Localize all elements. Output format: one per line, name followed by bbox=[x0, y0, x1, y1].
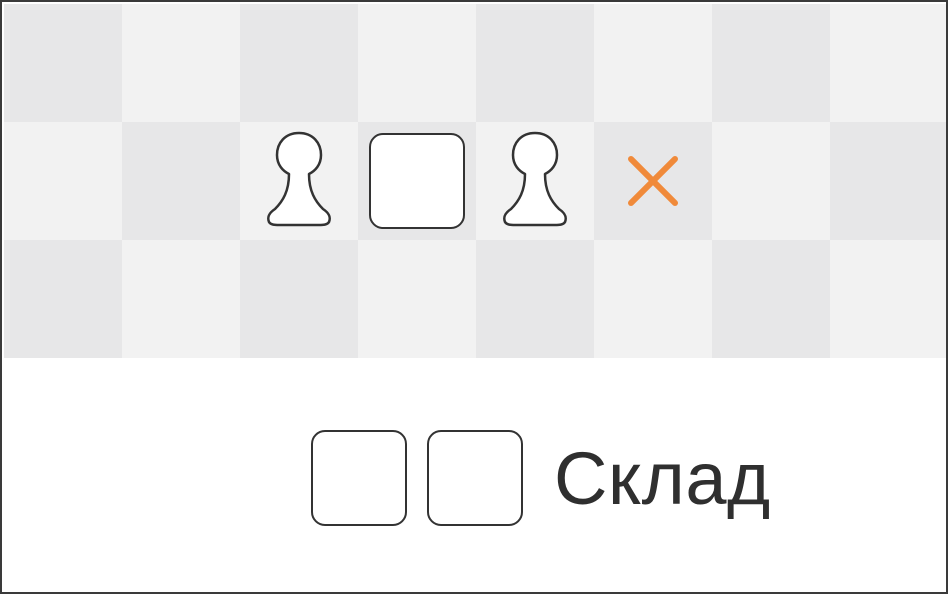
board-cell[interactable] bbox=[4, 240, 122, 358]
board-cell[interactable] bbox=[830, 4, 946, 122]
board-cell[interactable] bbox=[358, 122, 476, 240]
board-cell[interactable] bbox=[594, 240, 712, 358]
board-cell[interactable] bbox=[830, 122, 946, 240]
pawn-icon bbox=[503, 131, 567, 227]
board-cell[interactable] bbox=[358, 4, 476, 122]
stock-area: Склад bbox=[2, 358, 946, 592]
board-tile[interactable] bbox=[369, 133, 465, 229]
board-cell[interactable] bbox=[240, 122, 358, 240]
board-cell[interactable] bbox=[476, 4, 594, 122]
board-cell[interactable] bbox=[476, 122, 594, 240]
board-cell[interactable] bbox=[122, 4, 240, 122]
board-cell[interactable] bbox=[4, 122, 122, 240]
board-cell[interactable] bbox=[712, 4, 830, 122]
board-cell[interactable] bbox=[122, 122, 240, 240]
board-cell[interactable] bbox=[240, 4, 358, 122]
board-cell[interactable] bbox=[122, 240, 240, 358]
board-cell[interactable] bbox=[594, 122, 712, 240]
board-cell[interactable] bbox=[240, 240, 358, 358]
board-cell[interactable] bbox=[4, 4, 122, 122]
board-cell[interactable] bbox=[830, 240, 946, 358]
board-cell[interactable] bbox=[712, 240, 830, 358]
stock-tile[interactable] bbox=[427, 430, 523, 526]
board-cell[interactable] bbox=[358, 240, 476, 358]
board-cell[interactable] bbox=[712, 122, 830, 240]
game-board bbox=[4, 4, 946, 358]
board-cell[interactable] bbox=[476, 240, 594, 358]
board-cell[interactable] bbox=[594, 4, 712, 122]
close-icon[interactable] bbox=[623, 151, 683, 211]
pawn-icon bbox=[267, 131, 331, 227]
stock-label: Склад bbox=[554, 437, 771, 520]
stock-tile[interactable] bbox=[311, 430, 407, 526]
